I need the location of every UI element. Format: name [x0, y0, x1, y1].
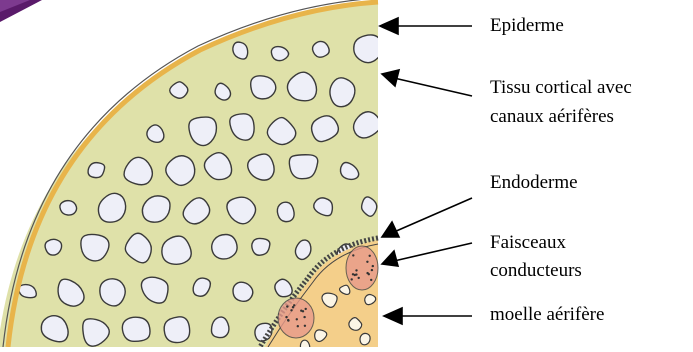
bundle-dot — [302, 310, 304, 312]
bundle-dot — [368, 273, 370, 275]
air-canal-cell — [162, 236, 191, 264]
air-canal-cell — [271, 47, 288, 61]
label-moelle: moelle aérifère — [490, 302, 604, 328]
bundle-dot — [287, 319, 289, 321]
bundle-dot — [355, 269, 357, 271]
vascular-bundle — [278, 298, 314, 338]
air-canal-cell — [289, 155, 317, 179]
vascular-bundle — [346, 246, 378, 290]
bundle-dot — [290, 309, 292, 311]
air-canal-cell — [277, 202, 294, 221]
arrow-faisceaux — [394, 243, 472, 261]
air-canal-cell — [212, 235, 237, 259]
bundle-dot — [352, 273, 354, 275]
air-canal-cell — [60, 201, 77, 215]
arrow-cortical — [394, 78, 472, 96]
bundle-dot — [296, 318, 298, 320]
bundle-dot — [370, 279, 372, 281]
arrowhead-cortical — [382, 70, 399, 86]
label-faisceaux-line2: conducteurs — [490, 258, 582, 284]
bundle-dot — [371, 269, 373, 271]
bundle-dot — [358, 277, 360, 279]
arrow-endoderme — [394, 198, 472, 232]
bundle-dot — [304, 325, 306, 327]
air-canal-cell — [354, 35, 384, 63]
arrowhead-endoderme — [382, 222, 399, 237]
air-canal-cell — [251, 76, 276, 99]
label-endoderme: Endoderme — [490, 170, 578, 196]
air-canal-cell — [211, 317, 228, 338]
air-canal-cell — [164, 317, 190, 343]
air-canal-cell — [122, 317, 150, 341]
arrowhead-moelle — [384, 308, 402, 324]
label-arrows — [380, 18, 472, 324]
arrowhead-epiderme — [380, 18, 398, 34]
medulla-air-space — [360, 333, 370, 344]
bundle-dot — [297, 325, 299, 327]
bundle-dot — [293, 304, 295, 306]
label-cortical-line2: canaux aérifères — [490, 104, 614, 130]
air-canal-cell — [233, 282, 253, 301]
air-canal-cell — [313, 41, 330, 57]
air-canal-cell — [330, 78, 355, 107]
air-canal-cell — [147, 125, 164, 142]
bundle-dot — [366, 261, 368, 263]
air-canal-cell — [45, 239, 62, 255]
bundle-dot — [369, 255, 371, 257]
label-epiderme: Epiderme — [490, 13, 564, 39]
bundle-dot — [372, 265, 374, 267]
bundle-dot — [286, 305, 288, 307]
bundle-dot — [305, 308, 307, 310]
bundle-dot — [285, 316, 287, 318]
air-canal-cell — [252, 238, 270, 255]
bundle-dot — [352, 254, 354, 256]
air-canal-cell — [100, 279, 125, 306]
bundle-dot — [303, 316, 305, 318]
air-canal-cell — [88, 163, 105, 178]
label-faisceaux-line1: Faisceaux — [490, 230, 566, 256]
label-cortical-line1: Tissu cortical avec — [490, 75, 632, 101]
arrowhead-faisceaux — [382, 251, 398, 266]
bundle-dot — [351, 278, 353, 280]
